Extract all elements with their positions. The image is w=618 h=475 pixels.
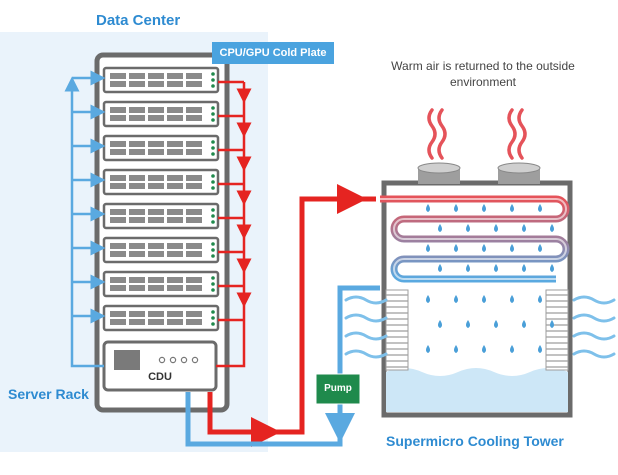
cdu-dot bbox=[180, 356, 188, 364]
droplet bbox=[510, 244, 514, 252]
droplet bbox=[438, 264, 442, 272]
droplet bbox=[522, 264, 526, 272]
droplet bbox=[522, 224, 526, 232]
server-rack-label: Server Rack bbox=[8, 386, 89, 402]
droplet bbox=[494, 320, 498, 328]
pump bbox=[315, 373, 361, 405]
droplet bbox=[482, 204, 486, 212]
cdu-label: CDU bbox=[148, 371, 172, 383]
droplet bbox=[550, 224, 554, 232]
server-unit bbox=[102, 304, 220, 332]
server-units bbox=[102, 66, 220, 332]
droplet bbox=[466, 320, 470, 328]
droplet bbox=[494, 264, 498, 272]
droplet bbox=[538, 345, 542, 353]
cdu-dot bbox=[169, 356, 177, 364]
droplet bbox=[510, 295, 514, 303]
droplet bbox=[550, 320, 554, 328]
droplet bbox=[426, 204, 430, 212]
droplet bbox=[538, 204, 542, 212]
droplet bbox=[550, 264, 554, 272]
droplet bbox=[522, 320, 526, 328]
droplet bbox=[538, 295, 542, 303]
warm-air-caption: Warm air is returned to the outside envi… bbox=[391, 59, 575, 89]
droplet bbox=[494, 224, 498, 232]
cooling-tower-label: Supermicro Cooling Tower bbox=[386, 433, 564, 449]
droplet bbox=[466, 224, 470, 232]
droplet bbox=[426, 345, 430, 353]
server-unit bbox=[102, 236, 220, 264]
cdu-display bbox=[114, 350, 140, 370]
droplet bbox=[454, 204, 458, 212]
droplet bbox=[454, 345, 458, 353]
server-unit bbox=[102, 100, 220, 128]
droplet bbox=[438, 224, 442, 232]
droplet bbox=[482, 244, 486, 252]
server-unit bbox=[102, 270, 220, 298]
droplet bbox=[426, 295, 430, 303]
cdu-indicator-dots bbox=[158, 356, 199, 364]
server-unit bbox=[102, 134, 220, 162]
tower-water-basin bbox=[386, 368, 568, 412]
droplet bbox=[426, 244, 430, 252]
droplet bbox=[510, 345, 514, 353]
hot-pipe-to-tower bbox=[207, 196, 376, 435]
droplet bbox=[538, 244, 542, 252]
cdu-dot bbox=[158, 356, 166, 364]
pump-label: Pump bbox=[324, 383, 352, 394]
cold-pipe-from-tower bbox=[185, 285, 380, 447]
droplet bbox=[466, 264, 470, 272]
cdu-dot bbox=[191, 356, 199, 364]
tower-louvers bbox=[385, 289, 569, 371]
server-unit bbox=[102, 66, 220, 94]
tower-exhaust-fans bbox=[417, 162, 541, 184]
warm-air-waves bbox=[427, 108, 527, 160]
air-inflow bbox=[344, 295, 616, 359]
server-unit bbox=[102, 168, 220, 196]
hot-return-to-cdu bbox=[216, 350, 246, 368]
water-droplets bbox=[426, 204, 554, 353]
droplet bbox=[454, 244, 458, 252]
server-unit bbox=[102, 202, 220, 230]
droplet bbox=[510, 204, 514, 212]
cold-plate-callout: CPU/GPU Cold Plate bbox=[212, 42, 334, 64]
droplet bbox=[454, 295, 458, 303]
droplet bbox=[482, 295, 486, 303]
droplet bbox=[482, 345, 486, 353]
data-center-label: Data Center bbox=[96, 12, 181, 29]
droplet bbox=[438, 320, 442, 328]
